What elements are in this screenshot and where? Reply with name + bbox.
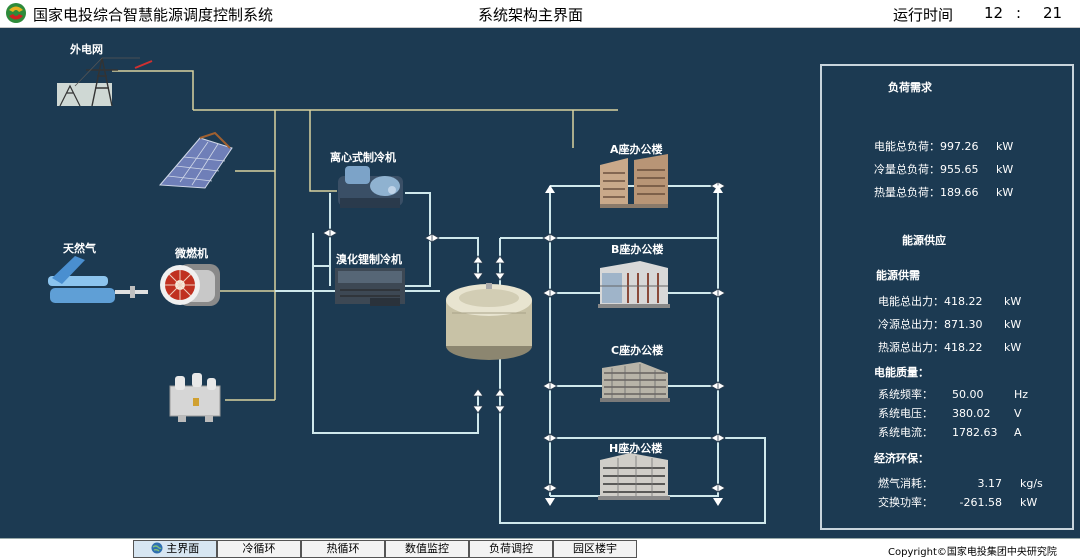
- centrifugal-chiller-icon: [338, 166, 403, 208]
- power-quality-title: 电能质量：: [874, 366, 929, 379]
- tab-heating-cycle[interactable]: 热循环: [301, 540, 385, 558]
- bottom-nav-bar: 主界面 冷循环 热循环 数值监控 负荷调控 园区楼宇 Copyright©国家电…: [0, 538, 1080, 560]
- valve-icons: [322, 181, 726, 493]
- economy-title: 经济环保：: [874, 452, 929, 465]
- app-title: 国家电投综合智慧能源调度控制系统: [33, 6, 274, 24]
- building-a-icon: [600, 154, 668, 208]
- tab-load-regulation[interactable]: 负荷调控: [469, 540, 553, 558]
- building-h-label: H座办公楼: [609, 442, 663, 455]
- title-bar: 国家电投综合智慧能源调度控制系统 系统架构主界面 运行时间 12 : 21: [0, 0, 1080, 28]
- globe-icon: [151, 542, 163, 554]
- transformer-icon: [169, 373, 221, 422]
- building-c-icon: [600, 362, 670, 402]
- page-title: 系统架构主界面: [478, 6, 584, 24]
- tab-main[interactable]: 主界面: [133, 540, 217, 558]
- micro-turbine-icon: [160, 264, 220, 306]
- power-grid-tower-icon: [57, 57, 153, 107]
- building-h-icon: [598, 453, 670, 500]
- storage-tank-icon: [446, 283, 532, 360]
- main-area: 外电网 天然气 微燃机 离心式制冷机 溴化锂制冷机 A座办公楼 B座办公楼 C座…: [0, 28, 1080, 538]
- tab-data-monitoring[interactable]: 数值监控: [385, 540, 469, 558]
- flow-arrow-icons: [545, 185, 723, 506]
- external-grid-label: 外电网: [70, 43, 103, 56]
- system-architecture-diagram: [48, 57, 766, 524]
- building-c-label: C座办公楼: [611, 344, 664, 357]
- solar-panel-icon: [158, 131, 233, 189]
- runtime-hours: 12: [984, 4, 1004, 22]
- tab-cooling-cycle[interactable]: 冷循环: [217, 540, 301, 558]
- energy-supply-title: 能源供应: [902, 234, 946, 247]
- tab-main-label: 主界面: [166, 542, 200, 555]
- centrifugal-chiller-label: 离心式制冷机: [330, 151, 396, 164]
- runtime-separator: :: [1016, 4, 1022, 22]
- building-b-label: B座办公楼: [611, 243, 664, 256]
- energy-supply-subtitle: 能源供需: [876, 269, 920, 282]
- building-a-label: A座办公楼: [610, 143, 663, 156]
- micro-turbine-label: 微燃机: [175, 247, 208, 260]
- runtime-label: 运行时间: [893, 6, 954, 24]
- runtime-minutes: 21: [1043, 4, 1063, 22]
- company-logo-icon: [6, 3, 26, 23]
- building-b-icon: [598, 261, 670, 308]
- natural-gas-label: 天然气: [63, 242, 96, 255]
- tab-park-buildings[interactable]: 园区楼宇: [553, 540, 637, 558]
- natural-gas-pipes-icon: [48, 256, 148, 303]
- libr-chiller-label: 溴化锂制冷机: [336, 253, 402, 266]
- libr-absorption-chiller-icon: [335, 268, 405, 306]
- copyright-text: Copyright©国家电投集团中央研究院: [888, 547, 1057, 558]
- power-bus-lines: [112, 70, 618, 401]
- load-demand-title: 负荷需求: [888, 81, 932, 94]
